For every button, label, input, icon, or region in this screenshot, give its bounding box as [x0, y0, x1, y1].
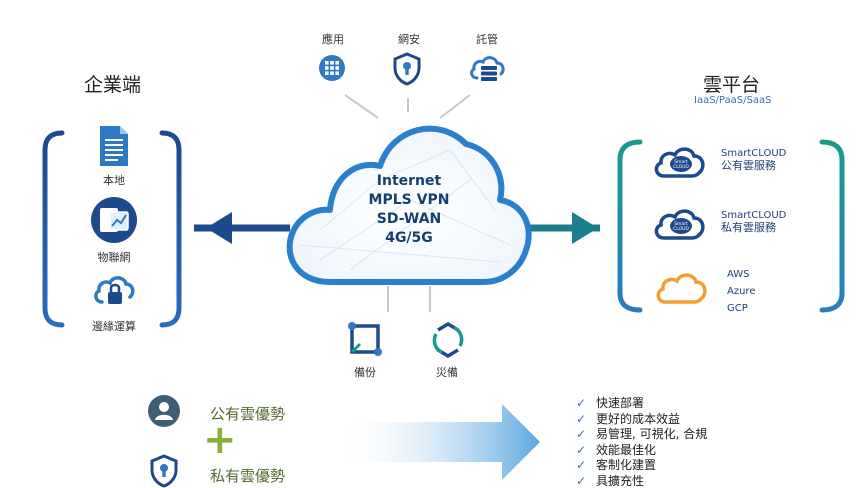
smartcloud-badge-public-line2: CLOUD	[673, 164, 689, 170]
connector-line-hosting	[439, 94, 471, 119]
public-cloud-advantage: 公有雲優勢	[210, 405, 286, 423]
provider-aws: AWS	[727, 269, 750, 280]
cloud-lock-icon	[94, 276, 135, 304]
network-types: Internet MPLS VPN SD-WAN 4G/5G	[352, 172, 466, 248]
benefit-item: ✓易管理, 可視化, 合規	[576, 427, 708, 441]
benefit-item: ✓具擴充性	[576, 474, 707, 487]
smartcloud-badge-private-line2: CLOUD	[673, 226, 689, 232]
left-bracket-open	[42, 130, 65, 328]
check-icon: ✓	[576, 427, 587, 441]
enterprise-label-iot: 物聯網	[97, 251, 131, 264]
shield-icon	[150, 454, 178, 488]
left-bracket-close	[159, 130, 182, 328]
top-icon-label-security: 網安	[398, 33, 420, 46]
benefit-item: ✓快速部署	[576, 396, 645, 410]
benefit-item: ✓效能最佳化	[576, 442, 657, 457]
backup-icon	[348, 322, 382, 356]
provider-gcp: GCP	[727, 303, 748, 314]
enterprise-title: 企業端	[84, 74, 142, 96]
cloud-network-mesh	[299, 149, 511, 271]
cloud-server-icon	[470, 56, 505, 81]
provider-azure: Azure	[727, 286, 756, 297]
enterprise-label-local: 本地	[103, 174, 125, 187]
smartcloud-private-desc: 私有雲服務	[721, 221, 776, 234]
app-grid-icon	[319, 55, 345, 81]
enterprise-label-edge: 邊緣運算	[92, 320, 136, 333]
smartcloud-public-icon: Smart CLOUD	[654, 147, 705, 178]
left-arrow-head	[206, 212, 232, 244]
smartcloud-public-text: SmartCLOUD 公有雲服務	[721, 148, 786, 172]
smartcloud-public-name: SmartCLOUD	[721, 148, 787, 159]
benefits-list: ✓快速部署 ✓更好的成本效益 ✓易管理, 可視化, 合規 ✓效能最佳化 ✓客制化…	[576, 396, 707, 486]
central-cloud-shape	[286, 125, 532, 285]
smartcloud-badge-private-line1: Smart	[674, 221, 688, 227]
cloud-platform-title: 雲平台	[703, 74, 761, 96]
check-icon: ✓	[576, 411, 587, 426]
check-icon: ✓	[576, 473, 587, 487]
public-cloud-providers-icon	[656, 273, 707, 304]
bottom-icon-label-dr: 災備	[436, 366, 458, 379]
right-arrow-head	[572, 212, 598, 244]
cloud-platform-subtitle: IaaS/PaaS/SaaS	[694, 95, 772, 106]
shield-lock-icon	[393, 52, 421, 86]
network-sd-wan: SD-WAN	[376, 211, 442, 227]
benefit-item: ✓更好的成本效益	[576, 411, 681, 426]
providers-list: AWS Azure GCP	[727, 266, 755, 317]
smartcloud-badge-public-line1: Smart	[674, 159, 688, 165]
document-icon	[100, 126, 128, 166]
smartcloud-private-name: SmartCLOUD	[721, 210, 787, 221]
right-bracket-open	[617, 139, 643, 313]
right-bracket-close	[819, 139, 845, 313]
benefit-item: ✓客制化建置	[576, 458, 657, 472]
smartcloud-private-text: SmartCLOUD 私有雲服務	[721, 210, 786, 234]
check-icon: ✓	[576, 458, 587, 472]
smartcloud-public-desc: 公有雲服務	[721, 159, 776, 172]
benefits-arrow	[335, 404, 540, 480]
smartcloud-private-icon: Smart CLOUD	[654, 209, 705, 240]
user-icon	[148, 395, 180, 427]
network-internet: Internet	[376, 173, 442, 189]
top-icon-label-hosting: 託管	[476, 33, 498, 46]
check-icon: ✓	[576, 396, 587, 410]
connector-line-app	[344, 94, 379, 119]
iot-device-icon	[91, 197, 137, 243]
top-icon-label-app: 應用	[322, 33, 344, 46]
bottom-icon-label-backup: 備份	[354, 366, 376, 379]
network-mpls-vpn: MPLS VPN	[368, 192, 450, 208]
disaster-recovery-icon	[432, 321, 464, 359]
plus-sign: +	[203, 417, 237, 463]
network-4g-5g: 4G/5G	[385, 230, 433, 246]
private-cloud-advantage: 私有雲優勢	[210, 467, 286, 485]
check-icon: ✓	[576, 442, 587, 457]
